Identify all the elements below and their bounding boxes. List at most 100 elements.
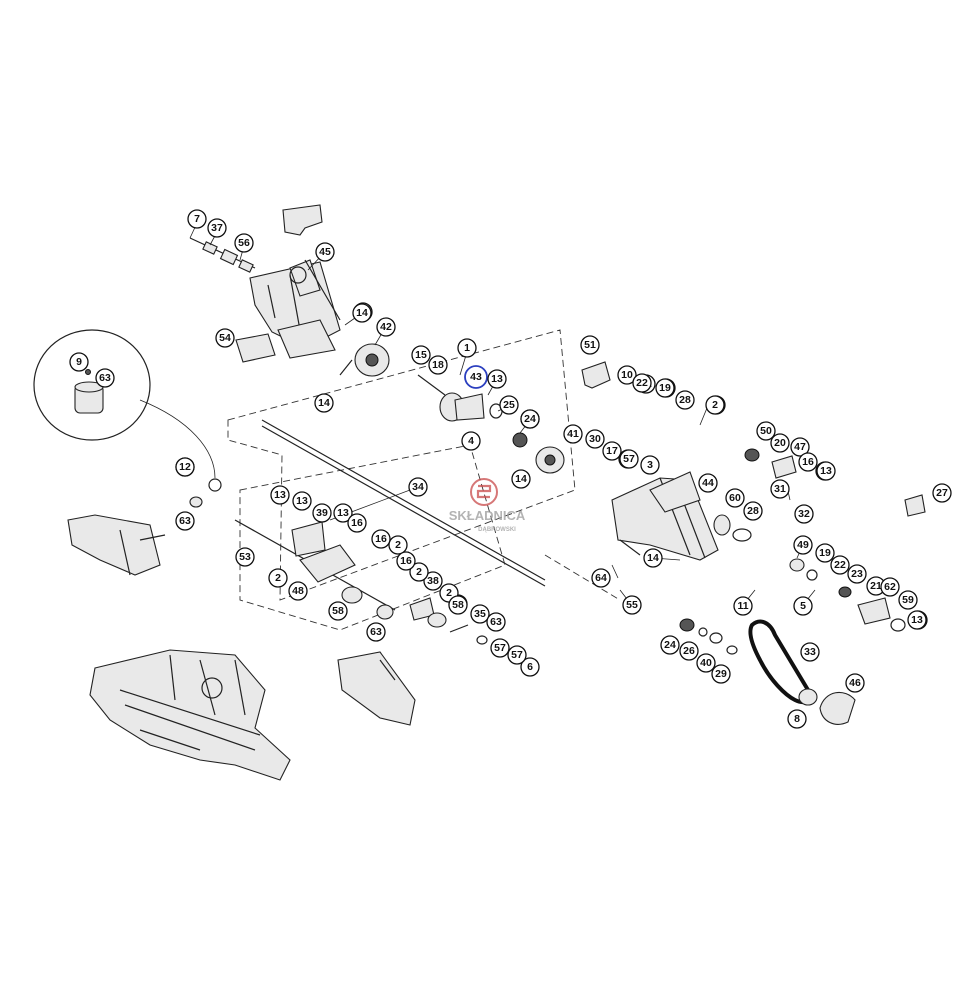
- callout-33: 33: [800, 642, 820, 662]
- callout-label: 14: [318, 397, 330, 409]
- callout-label: 25: [503, 399, 515, 411]
- callout-label: 2: [712, 399, 718, 411]
- callout-5: 5: [793, 596, 813, 616]
- callout-50: 50: [756, 421, 776, 441]
- assembly-outlines: [227, 329, 621, 631]
- flange-43: [417, 374, 528, 448]
- callout-circle: [234, 233, 254, 253]
- callout-label: 28: [679, 394, 691, 406]
- callout-label: 44: [702, 477, 714, 489]
- callout-16: 16: [371, 529, 391, 549]
- callout-circle: [371, 529, 391, 549]
- lower-carrier: [337, 651, 416, 726]
- callout-57: 57: [490, 638, 510, 658]
- callout-circle: [743, 501, 763, 521]
- callout-circle: [932, 483, 952, 503]
- callout-label: 59: [902, 594, 914, 606]
- callout-circle: [733, 596, 753, 616]
- callout-2: 2: [388, 535, 408, 555]
- callout-label: 27: [936, 487, 948, 499]
- callout-circle: [352, 303, 372, 323]
- callout-circle: [591, 568, 611, 588]
- callout-circle: [457, 338, 477, 358]
- callout-layer: 7375645144254115184313963252442511022192…: [69, 209, 952, 729]
- callout-label: 31: [774, 483, 786, 495]
- callout-circle: [675, 390, 695, 410]
- callout-47: 47: [790, 437, 810, 457]
- callout-circle: [507, 645, 527, 665]
- callout-label: 41: [567, 428, 579, 440]
- callout-48: 48: [288, 581, 308, 601]
- callout-19: 19: [655, 378, 675, 398]
- center-gearbox: [189, 496, 488, 645]
- callout-56: 56: [234, 233, 254, 253]
- callout-label: 55: [626, 599, 638, 611]
- callout-58: 58: [328, 601, 348, 621]
- callout-circle: [711, 664, 731, 684]
- callout-circle: [408, 477, 428, 497]
- callout-9: 9: [69, 352, 89, 372]
- callout-19: 19: [815, 543, 835, 563]
- callout-circle: [207, 218, 227, 238]
- callout-57: 57: [507, 645, 527, 665]
- callout-circle: [585, 429, 605, 449]
- callout-41: 41: [563, 424, 583, 444]
- callout-circle: [314, 393, 334, 413]
- callout-circle: [698, 473, 718, 493]
- machine-overview: [89, 649, 291, 781]
- callout-label: 14: [647, 552, 659, 564]
- callout-49: 49: [793, 535, 813, 555]
- callout-label: 63: [490, 616, 502, 628]
- callout-circle: [580, 335, 600, 355]
- callout-circle: [187, 209, 207, 229]
- callout-circle: [643, 548, 663, 568]
- callout-14: 14: [314, 393, 334, 413]
- callout-label: 47: [794, 441, 806, 453]
- detail-bubble: [33, 329, 222, 492]
- callout-label: 51: [584, 339, 596, 351]
- callout-label: 13: [274, 489, 286, 501]
- callout-14: 14: [643, 548, 663, 568]
- callout-circle: [617, 365, 637, 385]
- callout-label: 19: [659, 382, 671, 394]
- callout-label: 13: [820, 465, 832, 477]
- callout-7: 7: [187, 209, 207, 229]
- callout-14: 14: [352, 303, 372, 323]
- callout-label: 26: [683, 645, 695, 657]
- callout-label: 63: [370, 626, 382, 638]
- callout-label: 3: [647, 459, 653, 471]
- callout-58: 58: [448, 595, 468, 615]
- callout-circle: [409, 562, 429, 582]
- callout-circle: [388, 535, 408, 555]
- callout-2: 2: [705, 395, 725, 415]
- callout-53: 53: [235, 547, 255, 567]
- callout-63: 63: [486, 612, 506, 632]
- callout-circle: [470, 604, 490, 624]
- callout-6: 6: [520, 657, 540, 677]
- callout-circle: [520, 657, 540, 677]
- callout-circle: [845, 673, 865, 693]
- callout-label: 40: [700, 657, 712, 669]
- callout-label: 37: [211, 222, 223, 234]
- callout-label: 13: [911, 614, 923, 626]
- callout-circle: [679, 641, 699, 661]
- callout-circle: [376, 317, 396, 337]
- callout-2: 2: [409, 562, 429, 582]
- callout-circle: [640, 455, 660, 475]
- callout-circle: [816, 461, 836, 481]
- callout-circle: [800, 642, 820, 662]
- callout-22: 22: [632, 373, 652, 393]
- callout-45: 45: [315, 242, 335, 262]
- callout-63: 63: [175, 511, 195, 531]
- callout-circle: [448, 595, 468, 615]
- callout-label: 24: [524, 413, 536, 425]
- callout-circle: [655, 378, 675, 398]
- callout-circle: [315, 242, 335, 262]
- callout-28: 28: [743, 501, 763, 521]
- callout-54: 54: [215, 328, 235, 348]
- callout-2: 2: [268, 568, 288, 588]
- callout-label: 21: [870, 580, 882, 592]
- callout-label: 38: [427, 575, 439, 587]
- callout-label: 30: [589, 433, 601, 445]
- plate-54: [235, 333, 276, 363]
